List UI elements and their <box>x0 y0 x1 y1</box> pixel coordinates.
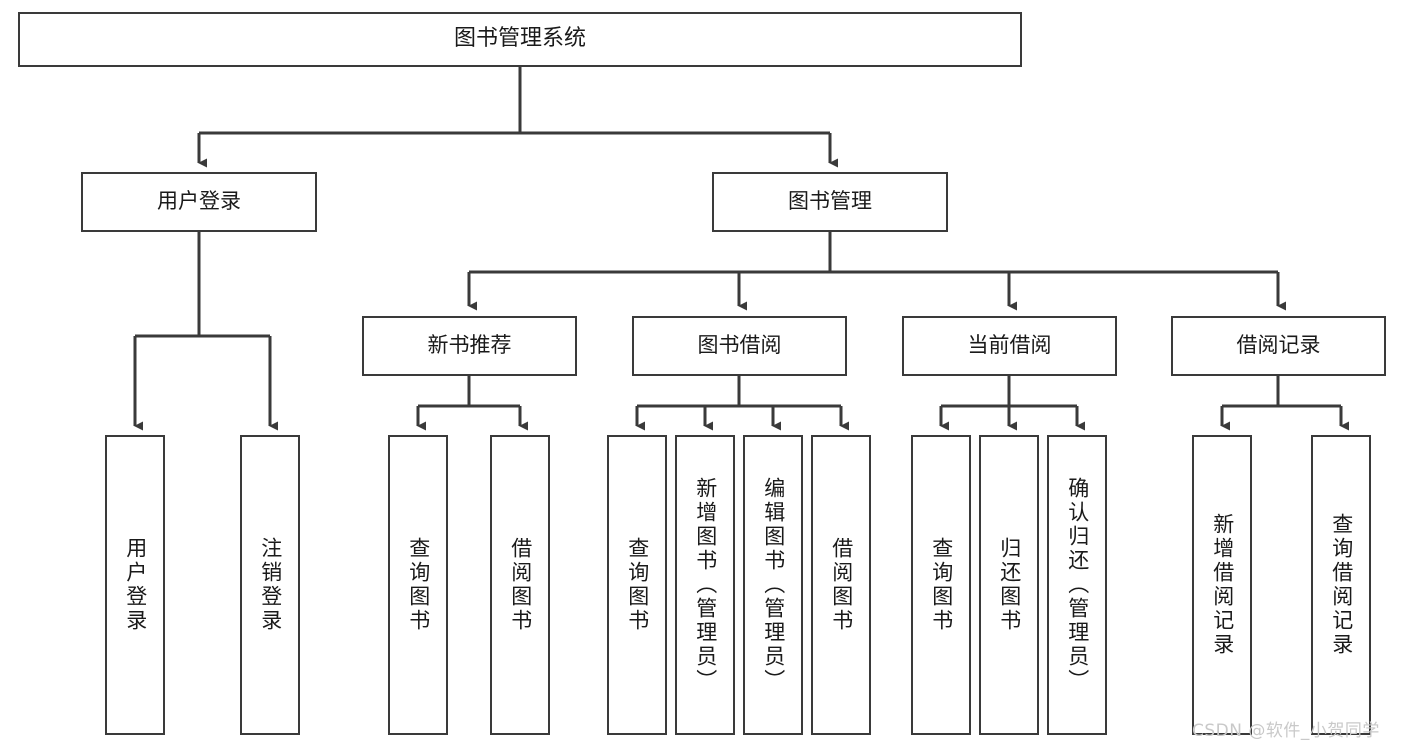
leaf-logout-login[interactable]: 注销登录 <box>240 435 300 735</box>
leaf-query-borrow-record[interactable]: 查询借阅记录 <box>1311 435 1371 735</box>
leaf-edit-book-admin[interactable]: 编辑图书（管理员） <box>743 435 803 735</box>
leaf-query-book-current[interactable]: 查询图书 <box>911 435 971 735</box>
node-book-management[interactable]: 图书管理 <box>712 172 948 232</box>
leaf-query-book-recommend[interactable]: 查询图书 <box>388 435 448 735</box>
leaf-confirm-return-admin[interactable]: 确认归还（管理员） <box>1047 435 1107 735</box>
leaf-add-borrow-record[interactable]: 新增借阅记录 <box>1192 435 1252 735</box>
leaf-add-book-admin[interactable]: 新增图书（管理员） <box>675 435 735 735</box>
node-borrow-record[interactable]: 借阅记录 <box>1171 316 1386 376</box>
leaf-user-login[interactable]: 用户登录 <box>105 435 165 735</box>
node-root[interactable]: 图书管理系统 <box>18 12 1022 67</box>
leaf-query-book-borrow[interactable]: 查询图书 <box>607 435 667 735</box>
node-new-book-recommend[interactable]: 新书推荐 <box>362 316 577 376</box>
leaf-return-book[interactable]: 归还图书 <box>979 435 1039 735</box>
csdn-watermark: CSDN @软件_小贺同学 <box>1192 721 1380 741</box>
node-book-borrow[interactable]: 图书借阅 <box>632 316 847 376</box>
leaf-borrow-book-recommend[interactable]: 借阅图书 <box>490 435 550 735</box>
leaf-borrow-book[interactable]: 借阅图书 <box>811 435 871 735</box>
node-current-borrow[interactable]: 当前借阅 <box>902 316 1117 376</box>
node-user-login[interactable]: 用户登录 <box>81 172 317 232</box>
